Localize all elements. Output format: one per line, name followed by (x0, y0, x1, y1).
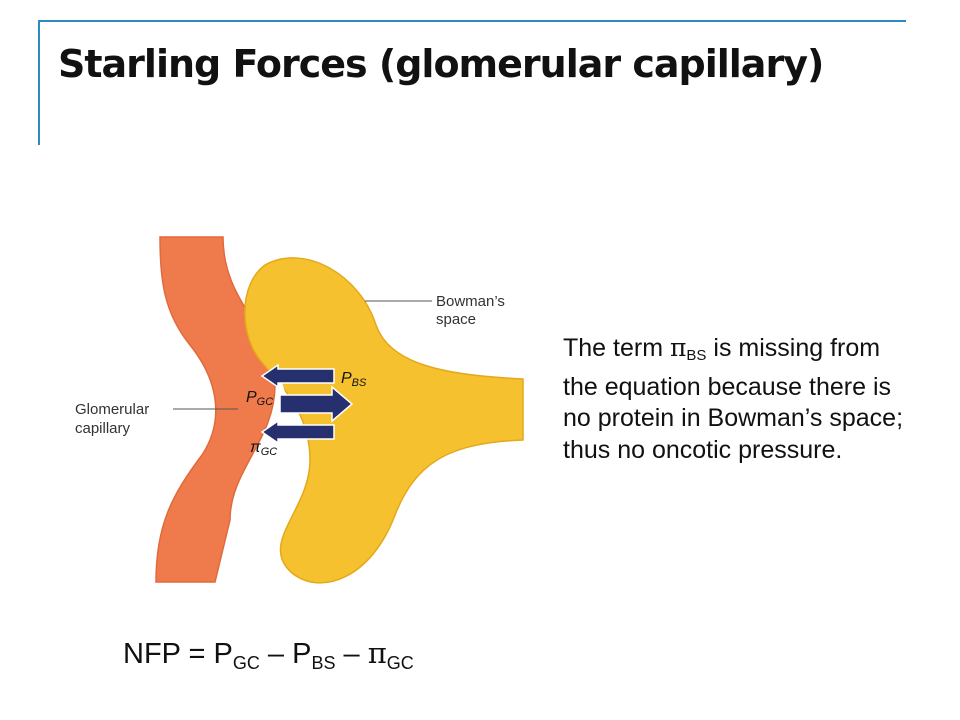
glomerular-capillary-label-line1: Glomerular (75, 401, 149, 418)
slide-title: Starling Forces (glomerular capillary) (58, 42, 824, 86)
glomerular-capillary-diagram: Bowman’s space Glomerular capillary PBS … (75, 236, 524, 584)
p-gc-label: PGC (246, 389, 273, 408)
pi-gc-label: πGC (250, 439, 277, 458)
slide-frame-top-line (38, 20, 906, 22)
bowmans-space-label-line1: Bowman’s (436, 293, 505, 310)
nfp-equation: NFP = PGC – PBS – πGC (123, 636, 414, 673)
p-gc-arrow (279, 385, 354, 423)
glomerular-capillary-label-line2: capillary (75, 420, 131, 437)
bowmans-space-label-line2: space (436, 311, 476, 328)
p-bs-arrow (260, 363, 335, 389)
p-bs-label: PBS (341, 370, 367, 389)
pi-gc-arrow (260, 419, 335, 445)
explanation-text: The term πBS is missing from the equatio… (563, 333, 904, 464)
slide-frame-left-line (38, 20, 40, 145)
